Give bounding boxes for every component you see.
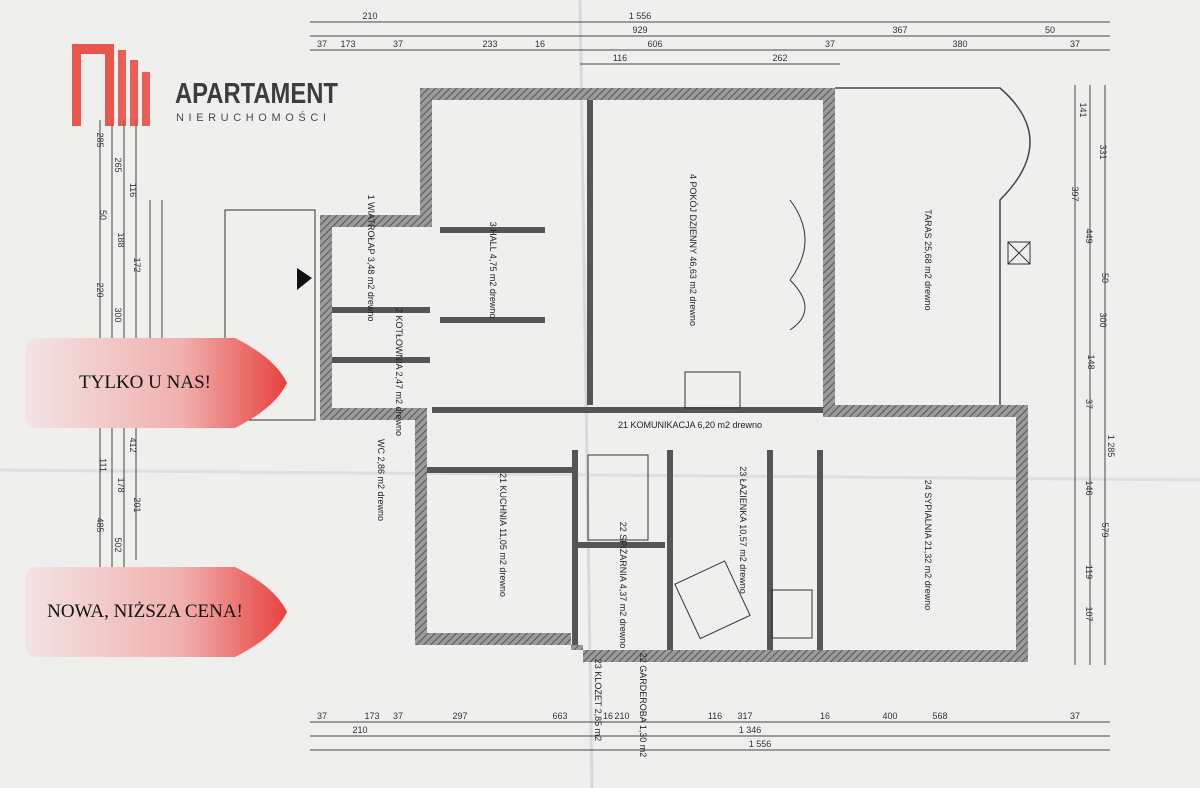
dimension-label: 606: [647, 39, 662, 49]
dimension-label: 297: [452, 711, 467, 721]
dimension-label: 265: [113, 157, 123, 172]
room-label: 21 KOMUNIKACJA 6,20 m2 drewno: [618, 420, 762, 430]
dimension-label: 37: [1070, 711, 1080, 721]
dimension-label: 173: [364, 711, 379, 721]
badge-exclusive: TYLKO U NAS!: [25, 338, 287, 428]
dimension-label: 1 556: [629, 11, 652, 21]
dimension-label: 568: [932, 711, 947, 721]
room-label: 3 HALL 4,75 m2 drewno: [488, 222, 498, 319]
badge-label: TYLKO U NAS!: [79, 372, 211, 393]
dimension-label: 37: [393, 711, 403, 721]
dimension-label: 367: [892, 25, 907, 35]
dimension-label: 233: [482, 39, 497, 49]
logo-bars-icon: [72, 44, 150, 126]
dimension-label: 210: [352, 725, 367, 735]
dimension-label: 285: [95, 132, 105, 147]
room-label: 21 KUCHNIA 11,05 m2 drewno: [498, 473, 508, 597]
dimension-label: 663: [552, 711, 567, 721]
room-label: 23 KLOZET 2,85 m2: [593, 659, 603, 741]
dimension-label: 172: [132, 257, 142, 272]
room-label: TARAS 25,68 m2 drewno: [923, 209, 933, 310]
logo-subtitle: NIERUCHOMOŚCI: [176, 112, 331, 124]
dimension-label: 178: [116, 477, 126, 492]
dimension-label: 116: [613, 53, 627, 63]
dimension-label: 50: [98, 210, 108, 220]
dimension-label: 37: [393, 39, 403, 49]
badge-label: NOWA, NIŻSZA CENA!: [47, 601, 243, 622]
dimension-label: 173: [340, 39, 355, 49]
dimension-label: 300: [113, 307, 123, 322]
dimension-label: 502: [113, 537, 123, 552]
terrace-outline: [835, 87, 1031, 405]
interior-walls: [332, 100, 823, 650]
dimension-label: 1 556: [749, 739, 772, 749]
dimension-label: 37: [825, 39, 835, 49]
dimension-label: 119: [1084, 565, 1094, 579]
dimension-label: 485: [95, 517, 105, 532]
fixtures: [224, 199, 1031, 640]
room-label: 23 ŁAZIENKA 10,57 m2 drewno: [738, 466, 748, 594]
dimension-label: 412: [128, 437, 138, 452]
dimension-label: 116: [708, 711, 722, 721]
entrance-arrow-icon: [297, 268, 312, 290]
dimension-label: 146: [1084, 480, 1094, 495]
company-logo: APARTAMENT NIERUCHOMOŚCI: [70, 44, 350, 134]
dimension-label: 1 285: [1106, 435, 1116, 458]
dimension-label: 1 346: [739, 725, 762, 735]
room-label: 22 GARDEROBA 1,30 m2: [638, 653, 648, 758]
dimension-label: 220: [95, 282, 105, 297]
dimension-label: 331: [1098, 144, 1108, 159]
room-label: 22 SPIŻARNIA 4,37 m2 drewno: [618, 522, 628, 649]
dimension-label: 37: [317, 39, 327, 49]
dimension-label: 400: [882, 711, 897, 721]
dimension-label: 210: [614, 711, 629, 721]
dimension-label: 50: [1045, 25, 1055, 35]
badge-new-price: NOWA, NIŻSZA CENA!: [25, 567, 287, 657]
dimension-label: 16: [820, 711, 830, 721]
room-label: 2 KOTŁOWNIA 2,47 m2 drewno: [394, 308, 404, 436]
logo-title: APARTAMENT: [175, 78, 338, 110]
exterior-walls: [320, 88, 1028, 662]
dimension-label: 317: [737, 711, 752, 721]
room-label: WC 2,86 m2 drewno: [376, 439, 386, 521]
dimension-label: 380: [952, 39, 967, 49]
dimension-label: 37: [1084, 399, 1094, 409]
dimension-label: 929: [632, 25, 647, 35]
dimension-label: 16: [535, 39, 545, 49]
dimension-label: 141: [1078, 102, 1088, 117]
dimension-label: 50: [1100, 273, 1110, 283]
dimension-label: 116: [128, 183, 138, 197]
dimension-label: 579: [1100, 522, 1110, 537]
room-label: 1 WIATROŁAP 3,48 m2 drewno: [366, 195, 376, 322]
dimension-label: 16: [603, 711, 613, 721]
dimension-label: 188: [116, 232, 126, 247]
dimension-label: 37: [1070, 39, 1080, 49]
dimension-label: 262: [772, 53, 787, 63]
dimension-label: 111: [98, 458, 108, 472]
dimension-label: 148: [1086, 354, 1096, 369]
dimension-label: 449: [1084, 228, 1094, 243]
dimension-label: 201: [132, 497, 142, 512]
dimension-label: 300: [1098, 312, 1108, 327]
dimension-label: 37: [317, 711, 327, 721]
room-label: 24 SYPIALNIA 21,32 m2 drewno: [923, 480, 933, 611]
dimension-label: 107: [1084, 606, 1094, 621]
dimension-label: 210: [362, 11, 377, 21]
dimension-label: 397: [1070, 186, 1080, 201]
room-label: 4 POKÓJ DZIENNY 46,63 m2 drewno: [688, 174, 698, 326]
